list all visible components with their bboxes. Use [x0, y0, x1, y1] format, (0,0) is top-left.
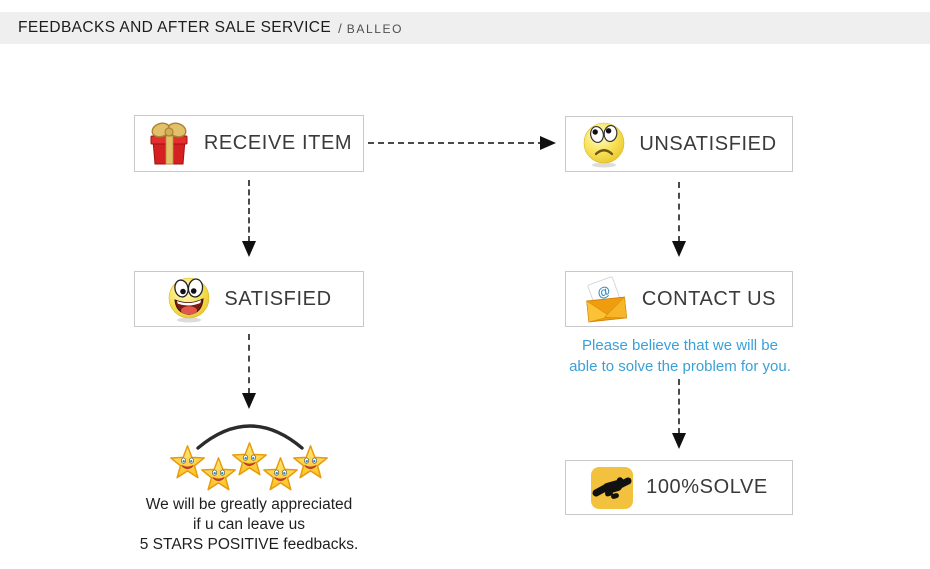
at-symbol: @	[595, 282, 612, 300]
title-separator: /	[338, 20, 342, 36]
sad-face-icon	[584, 122, 625, 168]
contact-note-line1: Please believe that we will be	[582, 337, 778, 354]
feedback-note-line1: We will be greatly appreciated	[145, 496, 353, 513]
arrowhead-down-icon	[242, 241, 256, 257]
flow-box-label: SATISFIED	[224, 287, 332, 310]
flow-box-label: RECEIVE ITEM	[203, 132, 353, 154]
flow-box-label: CONTACT US	[641, 287, 777, 310]
smiling-star-icon	[292, 444, 329, 481]
arrow-contact-to-solve	[678, 379, 680, 434]
flow-box-unsatisfied: UNSATISFIED	[565, 116, 793, 172]
flow-box-receive-item: RECEIVE ITEM	[134, 115, 364, 172]
section-header: FEEDBACKS AND AFTER SALE SERVICE / BALLE…	[0, 12, 930, 44]
flow-box-solve: 100%SOLVE	[565, 460, 793, 515]
contact-note: Please believe that we will be able to s…	[552, 335, 808, 377]
handshake-icon	[591, 466, 634, 509]
feedback-note-line2: if u can leave us	[192, 516, 305, 533]
contact-note-line2: able to solve the problem for you.	[569, 358, 791, 375]
feedback-note-line3: 5 STARS POSITIVE feedbacks.	[139, 536, 359, 553]
arrowhead-down-icon	[242, 393, 256, 409]
arrow-unsatisfied-to-contact	[678, 182, 680, 242]
arc-over-stars	[196, 424, 304, 450]
flow-box-label: UNSATISFIED	[639, 132, 777, 155]
happy-face-icon	[169, 277, 210, 323]
section-title: FEEDBACKS AND AFTER SALE SERVICE	[18, 19, 332, 36]
arrow-satisfied-to-stars	[248, 334, 250, 394]
gift-icon	[150, 122, 188, 164]
arrow-receive-to-satisfied	[248, 180, 250, 242]
email-envelope-icon: @	[586, 276, 628, 323]
arrowhead-down-icon	[672, 241, 686, 257]
flow-box-contact-us: @ CONTACT US	[565, 271, 793, 327]
brand-name: BALLEO	[346, 22, 404, 36]
arrowhead-right-icon	[540, 136, 556, 150]
arrowhead-down-icon	[672, 433, 686, 449]
flow-box-label: 100%SOLVE	[646, 476, 768, 498]
feedback-note: We will be greatly appreciated if u can …	[114, 495, 384, 555]
arrow-receive-to-unsatisfied	[368, 142, 544, 144]
flow-box-satisfied: SATISFIED	[134, 271, 364, 327]
